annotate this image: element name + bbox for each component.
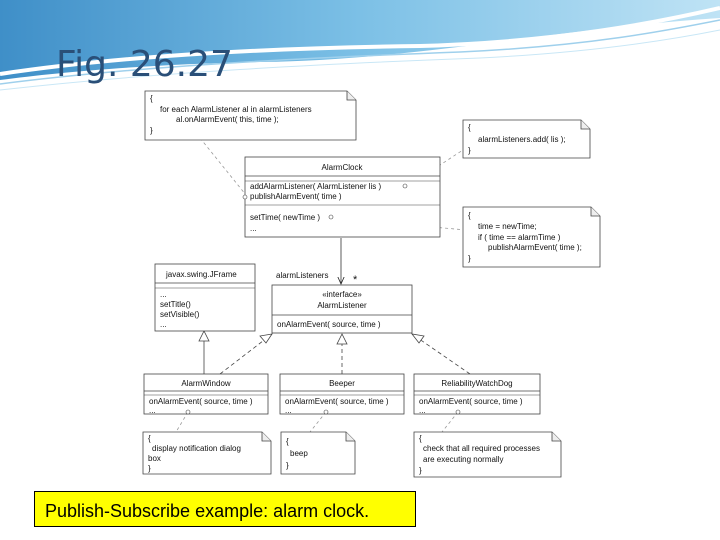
watchdog-op: onAlarmEvent( source, time ) xyxy=(419,397,523,406)
note-anchor xyxy=(324,410,328,414)
note-connector-window xyxy=(176,412,188,432)
alarm-clock-op: addAlarmListener( AlarmListener lis ) xyxy=(250,182,381,191)
watchdog-op: ... xyxy=(419,406,426,415)
note-beeper: { beep } xyxy=(281,432,355,474)
generalization-head-jframe xyxy=(199,331,209,341)
note-window-line: display notification dialog xyxy=(152,444,241,453)
note-add-listener: { alarmListeners.add( lis ); } xyxy=(463,120,590,158)
beeper-op: ... xyxy=(285,406,292,415)
class-alarm-clock: AlarmClock addAlarmListener( AlarmListen… xyxy=(243,157,440,237)
jframe-op: setVisible() xyxy=(160,310,200,319)
note-watchdog-line: check that all required processes xyxy=(423,444,540,453)
note-set-time-line: } xyxy=(468,254,471,263)
note-set-time: { time = newTime; if ( time == alarmTime… xyxy=(463,207,600,267)
alarm-window-op: ... xyxy=(149,406,156,415)
caption-text: Publish-Subscribe example: alarm clock. xyxy=(45,501,369,522)
note-set-time-line: if ( time == alarmTime ) xyxy=(478,233,561,242)
jframe-op: ... xyxy=(160,290,167,299)
realization-head-watchdog xyxy=(412,334,424,343)
alarm-clock-op: setTime( newTime ) xyxy=(250,213,320,222)
note-beeper-line: beep xyxy=(290,449,308,458)
note-watchdog-line: are executing normally xyxy=(423,455,503,464)
note-connector-beeper xyxy=(310,412,326,432)
association-role-label: alarmListeners xyxy=(276,271,328,280)
watchdog-name: ReliabilityWatchDog xyxy=(441,379,512,388)
alarm-clock-name: AlarmClock xyxy=(322,163,364,172)
note-set-time-line: publishAlarmEvent( time ); xyxy=(488,243,582,252)
note-connector-watchdog xyxy=(442,412,458,432)
note-watchdog: { check that all required processes are … xyxy=(414,432,561,477)
class-alarm-window: AlarmWindow onAlarmEvent( source, time )… xyxy=(144,374,268,415)
note-publish-line: for each AlarmListener al in alarmListen… xyxy=(160,105,312,114)
beeper-name: Beeper xyxy=(329,379,355,388)
note-window-line: box xyxy=(148,454,161,463)
note-anchor xyxy=(243,195,247,199)
note-watchdog-line: { xyxy=(419,434,422,443)
note-anchor xyxy=(329,215,333,219)
alarm-clock-op: publishAlarmEvent( time ) xyxy=(250,192,342,201)
caption-box: Publish-Subscribe example: alarm clock. xyxy=(34,491,416,527)
note-add-line: } xyxy=(468,146,471,155)
interface-op: onAlarmEvent( source, time ) xyxy=(277,320,381,329)
note-anchor xyxy=(403,184,407,188)
beeper-op: onAlarmEvent( source, time ) xyxy=(285,397,389,406)
alarm-clock-op: ... xyxy=(250,224,257,233)
note-publish-line: } xyxy=(150,126,153,135)
note-beeper-line: { xyxy=(286,437,289,446)
note-set-time-line: { xyxy=(468,211,471,220)
note-publish-line: { xyxy=(150,94,153,103)
alarm-window-name: AlarmWindow xyxy=(181,379,231,388)
note-publish-line: al.onAlarmEvent( this, time ); xyxy=(176,115,279,124)
realization-head-beeper xyxy=(337,334,347,344)
jframe-op: setTitle() xyxy=(160,300,191,309)
class-reliability-watchdog: ReliabilityWatchDog onAlarmEvent( source… xyxy=(414,374,540,415)
note-anchor xyxy=(186,410,190,414)
interface-alarm-listener: «interface» AlarmListener onAlarmEvent( … xyxy=(272,285,412,333)
note-beeper-line: } xyxy=(286,461,289,470)
alarm-window-op: onAlarmEvent( source, time ) xyxy=(149,397,253,406)
class-beeper: Beeper onAlarmEvent( source, time ) ... xyxy=(280,374,404,415)
interface-name: AlarmListener xyxy=(317,301,367,310)
interface-stereotype: «interface» xyxy=(322,290,362,299)
note-window-line: { xyxy=(148,434,151,443)
note-add-line: alarmListeners.add( lis ); xyxy=(478,135,566,144)
note-window-line: } xyxy=(148,464,151,473)
jframe-op: ... xyxy=(160,320,167,329)
note-add-line: { xyxy=(468,123,471,132)
note-set-time-line: time = newTime; xyxy=(478,222,537,231)
note-watchdog-line: } xyxy=(419,466,422,475)
note-connector-publish xyxy=(200,138,246,195)
class-jframe: javax.swing.JFrame ... setTitle() setVis… xyxy=(155,264,255,331)
note-anchor xyxy=(456,410,460,414)
note-publish: { for each AlarmListener al in alarmList… xyxy=(145,91,356,140)
association-multiplicity: * xyxy=(353,274,358,286)
note-alarm-window: { display notification dialog box } xyxy=(143,432,271,474)
jframe-name: javax.swing.JFrame xyxy=(165,270,237,279)
